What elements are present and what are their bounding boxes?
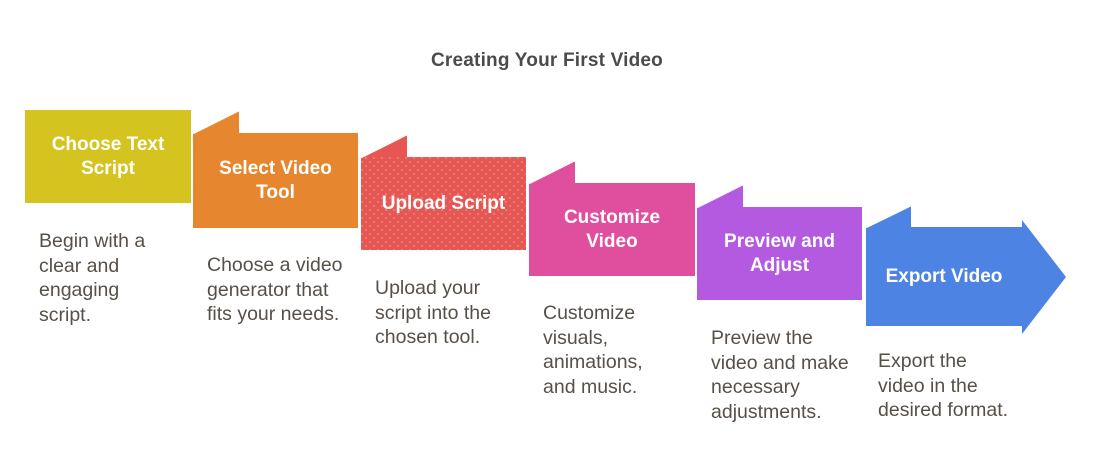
diagram-title: Creating Your First Video (431, 50, 663, 71)
step-4-body-shape (529, 183, 695, 276)
step-4-fold-edge (528, 158, 576, 185)
step-1-description: Begin with a clear and engaging script. (39, 230, 146, 326)
step-6-title: Export Video (885, 265, 1003, 287)
step-2-fold-edge (192, 108, 240, 135)
step-6-description: Export the video in the desired format. (878, 350, 1009, 421)
step-2-title: Select Video Tool (219, 157, 332, 203)
step-5-body-shape (697, 207, 862, 300)
step-4-description: Customize visuals, animations, and music… (543, 302, 643, 398)
step-4-title: Customize Video (563, 206, 661, 252)
step-3-fold-edge (360, 132, 408, 159)
step-3-dot-texture (361, 157, 526, 250)
step-5-description: Preview the video and make necessary adj… (711, 327, 849, 423)
step-3-title: Upload Script (381, 192, 506, 214)
step-2-description: Choose a video generator that fits your … (207, 254, 343, 325)
step-2-body-shape (193, 133, 358, 228)
step-1-title: Choose Text Script (51, 133, 165, 179)
step-5-fold-edge (696, 182, 744, 209)
step-6-arrow-shape (866, 220, 1066, 334)
step-5-title: Preview and Adjust (724, 230, 835, 276)
step-1-body-shape (25, 110, 191, 203)
step-3-description: Upload your script into the chosen tool. (375, 277, 491, 348)
step-6-fold-edge (865, 203, 912, 229)
